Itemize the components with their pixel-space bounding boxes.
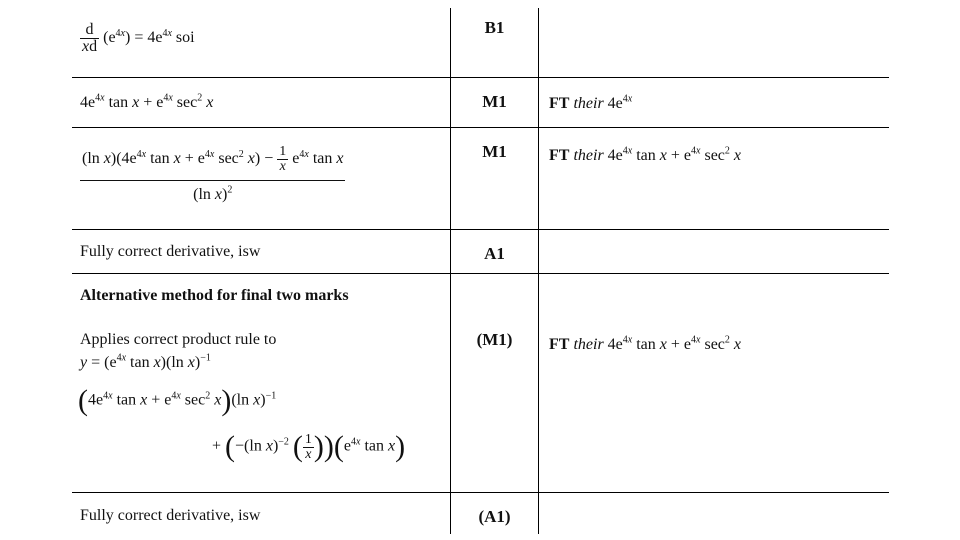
mark-row-5: (M1) [476,330,513,349]
mark-row-4: A1 [484,244,505,263]
column-divider-mark [538,8,539,534]
alternative-method-text: Applies correct product rule to [80,331,277,348]
alternative-method-function: y = (e4x tan x)(ln x)−1 [80,352,211,371]
answer-row-4: Fully correct derivative, isw [80,243,261,260]
mark-row-2: M1 [482,92,507,111]
row-divider [72,273,889,274]
answer-row-2: 4e4x tan x + e4x sec2 x [80,92,214,111]
answer-row-6: Fully correct derivative, isw [80,507,261,524]
mark-row-1: B1 [484,18,505,37]
row-divider [72,77,889,78]
alternative-method-line-1: (4e4x tan x + e4x sec2 x)(ln x)−1 [78,384,277,417]
column-divider-answer [450,8,451,534]
guidance-row-2: FT their 4e4x [549,93,633,112]
mark-row-6: (A1) [478,507,511,526]
row-divider [72,229,889,230]
row-divider [72,127,889,128]
mark-row-3: M1 [482,142,507,161]
row-divider [72,492,889,493]
guidance-row-5: FT their 4e4x tan x + e4x sec2 x [549,334,742,353]
guidance-row-3: FT their 4e4x tan x + e4x sec2 x [549,145,742,164]
alternative-method-heading: Alternative method for final two marks [80,287,349,304]
